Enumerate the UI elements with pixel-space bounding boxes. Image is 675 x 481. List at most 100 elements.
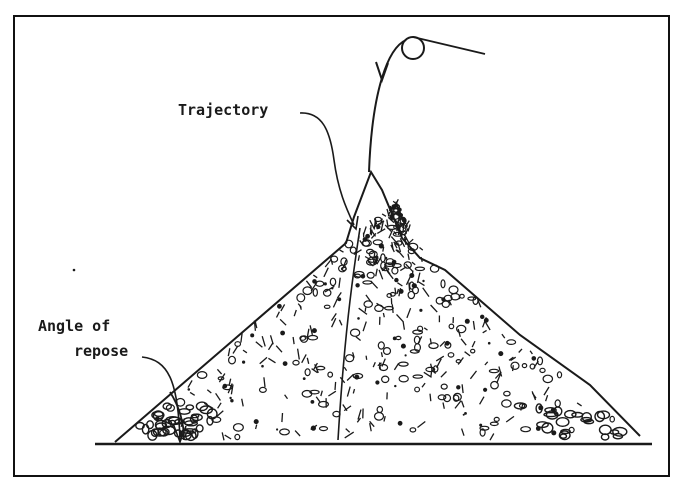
particle-pebble [235, 342, 241, 347]
particle-coarse [186, 405, 193, 410]
pile-particles [136, 199, 627, 440]
particle-coarse [600, 425, 612, 434]
particle-dash [430, 394, 431, 402]
particle-dot [401, 344, 406, 349]
trajectory-curve [369, 40, 406, 172]
particle-dash [577, 403, 582, 406]
particle-pebble [448, 353, 454, 357]
particle-dot [389, 208, 391, 210]
particle-dash [242, 399, 244, 407]
particle-dash [377, 303, 385, 308]
particle-dash [324, 268, 328, 277]
particle-dot [337, 297, 341, 301]
particle-dot [311, 400, 315, 404]
particle-dot [188, 388, 191, 391]
particle-dash [285, 395, 288, 399]
particle-dot [482, 316, 484, 318]
particle-pebble [449, 324, 454, 329]
particle-pebble [521, 427, 531, 432]
particle-dash [294, 310, 296, 316]
particle-pebble [229, 356, 236, 364]
angle-of-repose-label-line1: Angle of [38, 317, 110, 335]
particle-pebble [471, 349, 475, 353]
particle-pebble [316, 366, 324, 369]
particle-dash [347, 387, 350, 397]
particle-dash [366, 295, 371, 301]
particle-dash [222, 432, 224, 440]
particle-dot [398, 421, 403, 426]
particle-pebble [415, 387, 420, 392]
particle-dot [409, 273, 414, 278]
particle-dash [337, 292, 341, 298]
particle-dot [405, 354, 407, 356]
particle-dash [441, 372, 447, 378]
particle-pebble [543, 375, 552, 382]
particle-dot [230, 399, 233, 402]
particle-dot [394, 278, 398, 282]
particle-pebble [489, 369, 498, 372]
particle-dash [380, 363, 381, 370]
particle-pebble [382, 376, 389, 382]
particle-dot [261, 365, 264, 368]
particle-dash [228, 348, 230, 356]
particle-dash [424, 372, 432, 377]
particle-dash [483, 330, 487, 332]
particle-dash [316, 397, 320, 403]
particle-pebble [316, 281, 324, 286]
particle-dash [387, 220, 388, 226]
particle-dash [421, 257, 422, 262]
particle-dash [277, 312, 280, 318]
particle-pebble [449, 286, 458, 294]
particle-dash [218, 403, 222, 409]
particle-dot [456, 385, 460, 389]
particle-dot [394, 385, 396, 387]
particle-dash [443, 403, 444, 409]
particle-pebble [399, 376, 408, 382]
particle-dash [485, 362, 488, 365]
particle-dash [418, 422, 426, 428]
particle-pebble [504, 391, 510, 396]
particle-dash [465, 352, 471, 356]
particle-dash [462, 429, 464, 436]
particle-pebble [415, 267, 424, 270]
particle-dot [483, 388, 487, 392]
particle-dash [544, 387, 549, 395]
particle-dash [431, 305, 438, 312]
particle-pebble [441, 280, 445, 288]
particle-dash [397, 289, 399, 294]
particle-dot [363, 237, 368, 242]
particle-dash [470, 371, 476, 379]
particle-dot [376, 225, 380, 229]
particle-pebble [351, 329, 360, 336]
particle-dash [458, 358, 463, 365]
particle-dash [217, 369, 221, 374]
particle-dash [399, 288, 401, 296]
particle-pebble [260, 387, 267, 392]
particle-dash [333, 299, 337, 308]
particle-pebble [384, 348, 391, 355]
particle-pebble [367, 272, 374, 278]
particle-pebble [441, 384, 447, 389]
particle-dot [479, 424, 482, 427]
particle-pebble [410, 428, 416, 432]
trajectory-label: Trajectory [178, 101, 268, 119]
particle-dash [408, 224, 410, 231]
particle-dash [397, 314, 404, 321]
particle-dash [353, 389, 354, 393]
particle-dash [282, 413, 283, 422]
particle-dash [440, 341, 445, 346]
particle-dash [256, 342, 263, 348]
particle-dash [363, 322, 366, 332]
particle-dash [268, 358, 275, 363]
particle-dash [298, 349, 300, 360]
particle-dash [409, 283, 410, 291]
particle-pebble [364, 301, 372, 307]
particle-pebble [490, 422, 498, 425]
particle-dash [331, 258, 333, 264]
particle-dash [506, 416, 514, 422]
particle-dash [519, 349, 522, 353]
particle-pebble [293, 360, 299, 365]
particle-dash [480, 397, 484, 405]
particle-dash [328, 391, 336, 396]
particle-dash [335, 382, 336, 390]
